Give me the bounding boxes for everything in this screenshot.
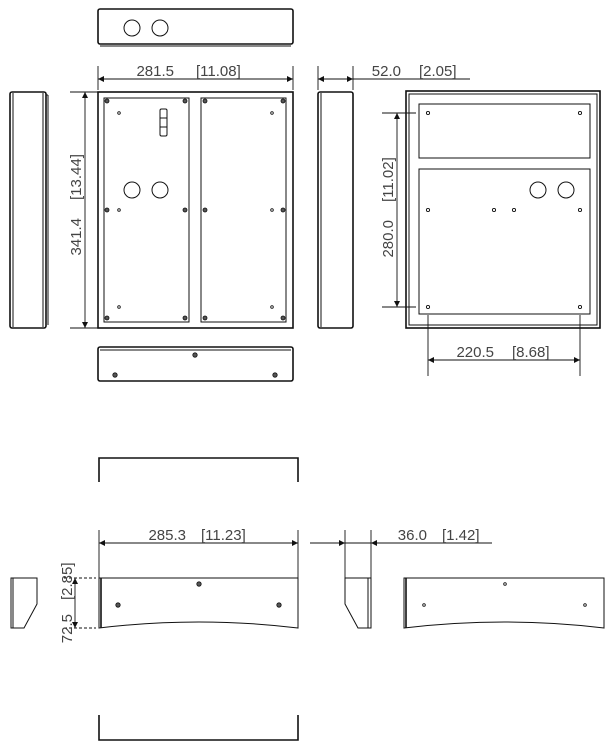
- bracket-bottom-view: [98, 715, 299, 741]
- svg-text:[8.68]: [8.68]: [512, 344, 550, 361]
- svg-text:[2.85]: [2.85]: [59, 562, 76, 600]
- svg-text:[11.08]: [11.08]: [196, 63, 241, 80]
- bracket-top-view: [98, 457, 299, 482]
- svg-text:[13.44]: [13.44]: [68, 154, 85, 200]
- bracket-right-profile: [344, 577, 372, 629]
- svg-text:52.0: 52.0: [372, 63, 401, 80]
- dimension-bracket-height: 72.5 [2.85]: [59, 562, 96, 643]
- bracket-left-profile: [10, 577, 38, 629]
- front-view: [97, 91, 294, 329]
- dimension-bracket-width: 285.3 [11.23]: [98, 527, 299, 587]
- svg-text:341.4: 341.4: [68, 218, 85, 256]
- top-view: [97, 8, 294, 47]
- right-side-view: [317, 91, 354, 329]
- svg-text:36.0: 36.0: [398, 527, 427, 544]
- svg-text:[2.05]: [2.05]: [419, 63, 457, 80]
- dimension-front-width: 281.5 [11.08]: [97, 63, 294, 90]
- svg-text:285.3: 285.3: [148, 527, 186, 544]
- dimension-front-height: 341.4 [13.44]: [68, 91, 98, 329]
- svg-text:[11.23]: [11.23]: [201, 527, 246, 544]
- svg-text:[11.02]: [11.02]: [380, 157, 397, 202]
- svg-text:[1.42]: [1.42]: [442, 527, 480, 544]
- bracket-front-view: [98, 577, 299, 629]
- dimension-back-vertical: 280.0 [11.02]: [380, 112, 416, 308]
- svg-text:220.5: 220.5: [456, 344, 494, 361]
- dimension-bracket-depth: 36.0 [1.42]: [310, 527, 492, 588]
- bracket-back-view: [403, 577, 605, 629]
- back-view: [405, 90, 601, 329]
- screws: [104, 98, 286, 321]
- left-side-view: [9, 91, 49, 329]
- svg-text:72.5: 72.5: [59, 614, 76, 643]
- svg-text:281.5: 281.5: [136, 63, 174, 80]
- bottom-view: [97, 346, 294, 382]
- dimension-back-horizontal: 220.5 [8.68]: [427, 315, 581, 376]
- svg-text:280.0: 280.0: [380, 220, 397, 258]
- dimension-side-depth: 52.0 [2.05]: [317, 63, 470, 90]
